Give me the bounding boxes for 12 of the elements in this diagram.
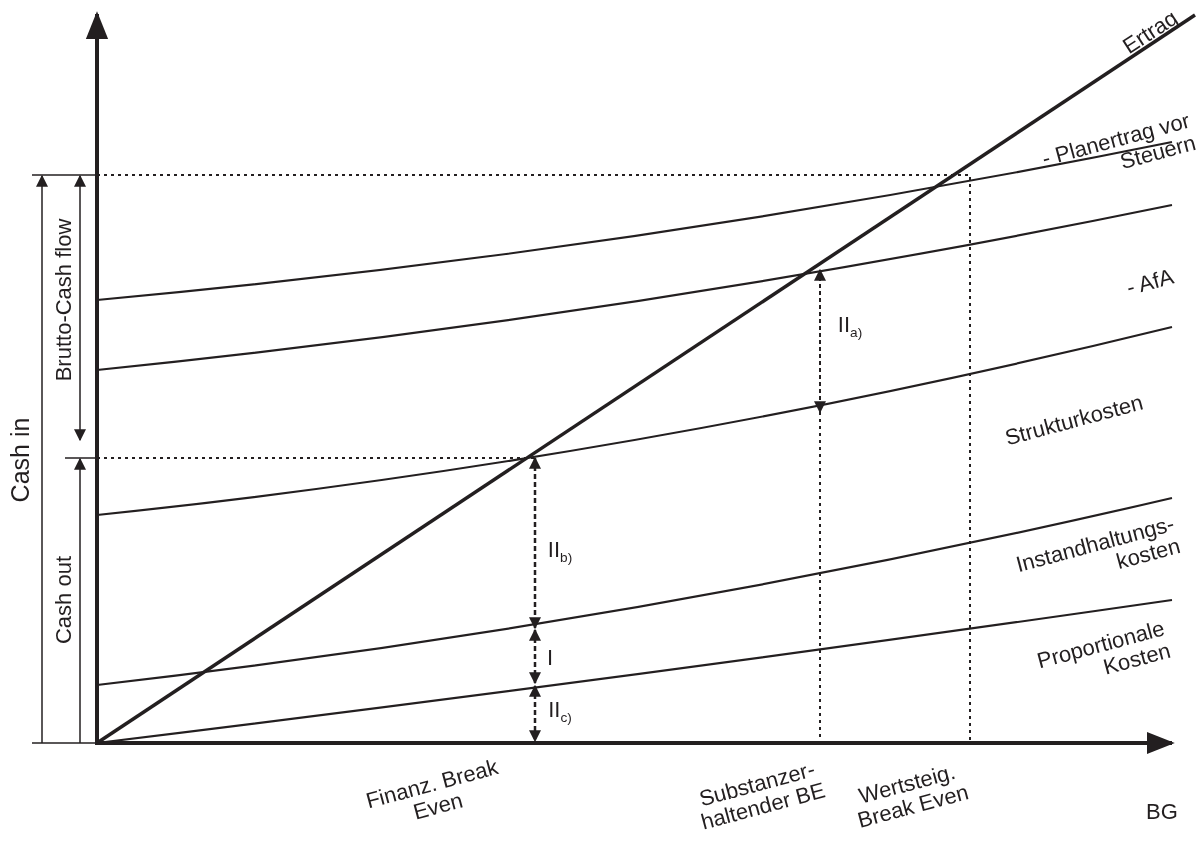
axis-tick-label: Finanz. Break Even [362, 754, 502, 827]
axis-label: Cash in [6, 417, 34, 503]
axis-label: Cash out [52, 555, 76, 645]
axis-label: BG [1146, 800, 1178, 824]
interval-label: II$_{b)}$ [547, 538, 573, 566]
interval-label: I [546, 646, 554, 670]
interval-label: II$_{c)}$ [548, 698, 572, 726]
curve-label: - Planertrag vor Steuern [1038, 108, 1199, 177]
interval-label: II$_{a)}$ [837, 313, 863, 341]
curve-label: - AfA [1124, 264, 1176, 300]
axis-tick-label: Wertsteig. Break Even [853, 757, 973, 835]
axis-label: Brutto-Cash flow [52, 218, 76, 382]
